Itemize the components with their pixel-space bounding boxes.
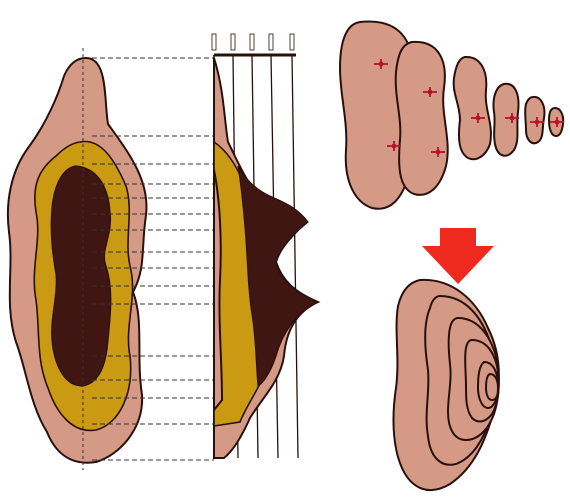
scale-label-mark [212, 34, 216, 50]
contour-6 [486, 374, 498, 400]
scale-labels [212, 34, 294, 50]
down-arrow-icon [422, 228, 494, 284]
scale-label-mark [250, 34, 254, 50]
scale-label-mark [231, 34, 235, 50]
thickness-profile [212, 34, 318, 458]
dark-core [51, 166, 111, 386]
serial-slices [340, 22, 564, 209]
slice-4 [493, 84, 518, 156]
scale-label-mark [290, 34, 294, 50]
stacked-contours [394, 280, 499, 490]
profile-gridline-4 [292, 55, 298, 458]
slice-3 [454, 57, 491, 159]
slice-5 [525, 97, 544, 143]
layered-body [8, 48, 147, 470]
slice-2 [396, 42, 448, 195]
scale-label-mark [269, 34, 273, 50]
